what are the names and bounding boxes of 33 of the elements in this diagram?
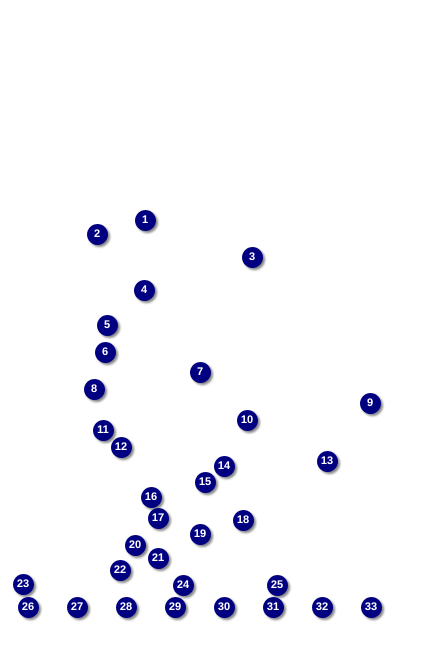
callout-number: 13 xyxy=(316,450,338,472)
callout-number: 22 xyxy=(110,560,130,580)
callout-number: 6 xyxy=(94,342,116,362)
callout-number: 19 xyxy=(190,524,210,544)
callout-number: 29 xyxy=(164,596,186,618)
callout-number: 11 xyxy=(92,420,114,440)
callout-number: 26 xyxy=(18,596,38,618)
callout-number: 17 xyxy=(148,508,168,528)
callout-number: 1 xyxy=(134,210,156,230)
callout-number: 18 xyxy=(232,510,254,530)
callout-number: 7 xyxy=(190,362,210,382)
callout-number: 30 xyxy=(214,596,234,618)
callout-number: 15 xyxy=(194,472,216,492)
callout-number: 33 xyxy=(360,596,382,618)
callout-number: 32 xyxy=(312,596,332,618)
callout-number: 8 xyxy=(84,378,104,400)
callout-number: 25 xyxy=(266,574,288,596)
callout-number: 2 xyxy=(86,224,108,244)
callout-number: 28 xyxy=(116,596,136,618)
callout-number: 3 xyxy=(242,246,262,268)
callout-number: 31 xyxy=(262,596,284,618)
callout-number: 9 xyxy=(360,392,380,414)
callout-number: 16 xyxy=(140,486,162,508)
callout-number: 12 xyxy=(110,436,132,458)
callout-number: 24 xyxy=(172,574,194,596)
callout-number: 23 xyxy=(12,574,34,594)
callout-number: 21 xyxy=(148,548,168,568)
callout-number: 5 xyxy=(96,314,118,336)
callout-number: 4 xyxy=(134,280,154,300)
callout-number: 27 xyxy=(66,596,88,618)
callout-number: 10 xyxy=(236,410,258,430)
callout-number: 14 xyxy=(214,456,234,476)
callout-number: 20 xyxy=(124,534,146,556)
